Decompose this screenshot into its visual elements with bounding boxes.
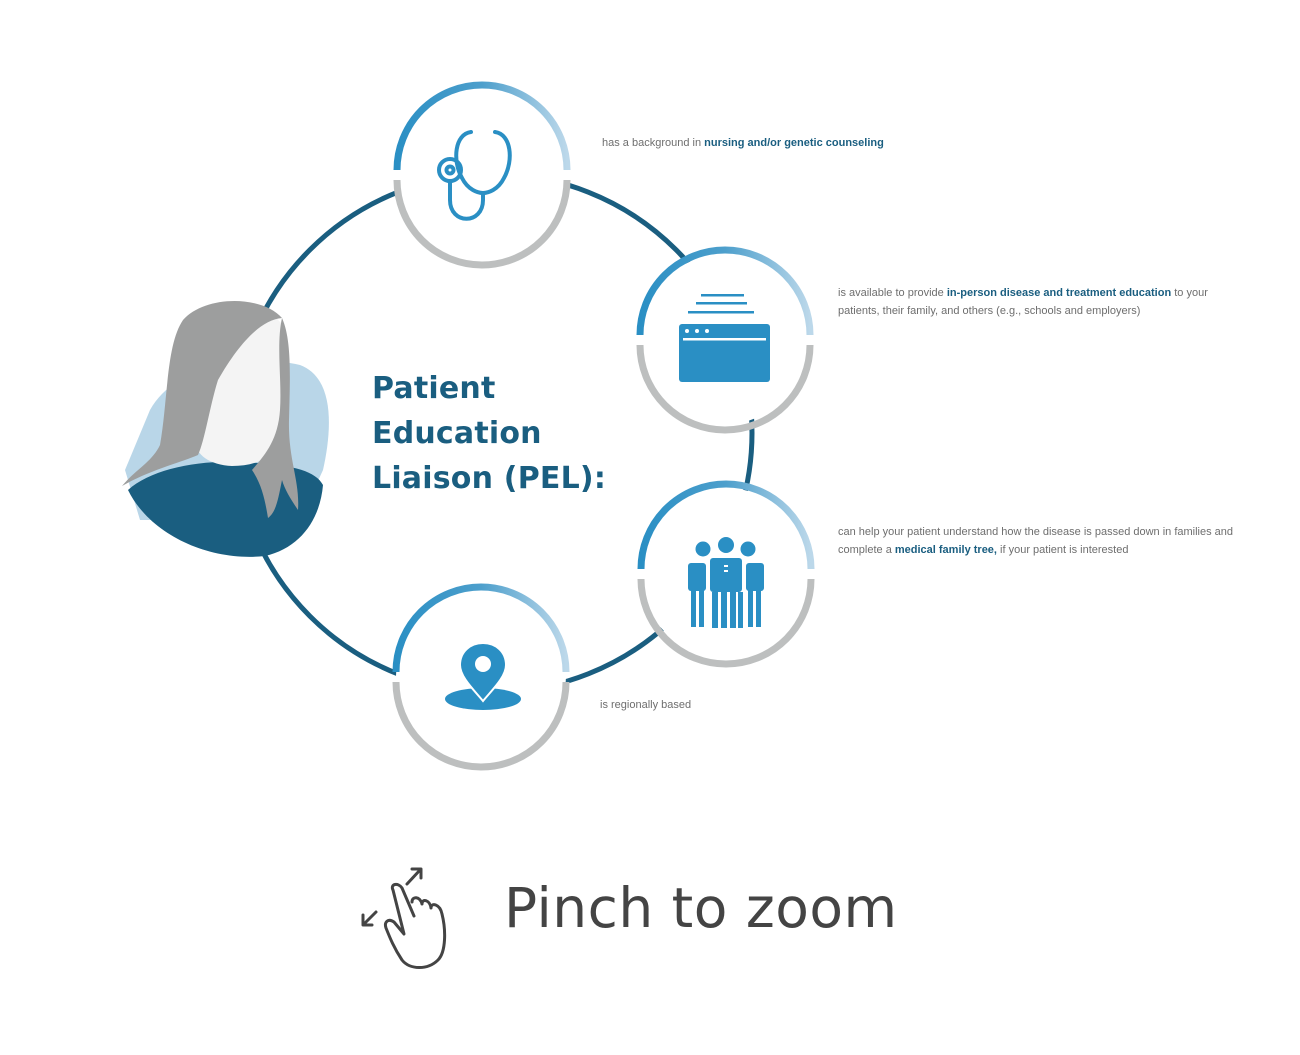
- feature-description-4: is regionally based: [600, 699, 692, 711]
- feature-circle-2: [636, 246, 814, 434]
- title-line: Education: [372, 416, 542, 451]
- feature-description-2: is available to provide in-person diseas…: [838, 287, 1208, 317]
- pinch-icon-spacer: [350, 852, 460, 964]
- stethoscope-icon: [437, 130, 512, 221]
- feature-circle-3: [637, 480, 815, 668]
- education-materials-icon: [679, 294, 770, 382]
- location-pin-icon: [445, 641, 521, 710]
- feature-highlight: medical family tree,: [894, 544, 997, 556]
- page-title: Patient Education Liaison (PEL):: [372, 366, 606, 501]
- feature-circle-4: [392, 583, 570, 771]
- feature-circle-1: [393, 81, 571, 269]
- feature-highlight: in-person disease and treatment educatio…: [946, 287, 1172, 299]
- feature-highlight: nursing and/or genetic counseling: [704, 137, 884, 149]
- feature-description-1: has a background in nursing and/or genet…: [602, 137, 884, 149]
- title-line: Liaison (PEL):: [372, 461, 607, 496]
- title-line: Patient: [372, 371, 496, 406]
- avatar-icon: [122, 300, 329, 557]
- pinch-to-zoom-hint: Pinch to zoom: [350, 852, 898, 964]
- pinch-gesture-icon: [361, 867, 447, 969]
- pinch-to-zoom-label: Pinch to zoom: [504, 876, 898, 940]
- family-group-icon: [688, 537, 764, 628]
- feature-description-3: can help your patient understand how the…: [838, 526, 1234, 556]
